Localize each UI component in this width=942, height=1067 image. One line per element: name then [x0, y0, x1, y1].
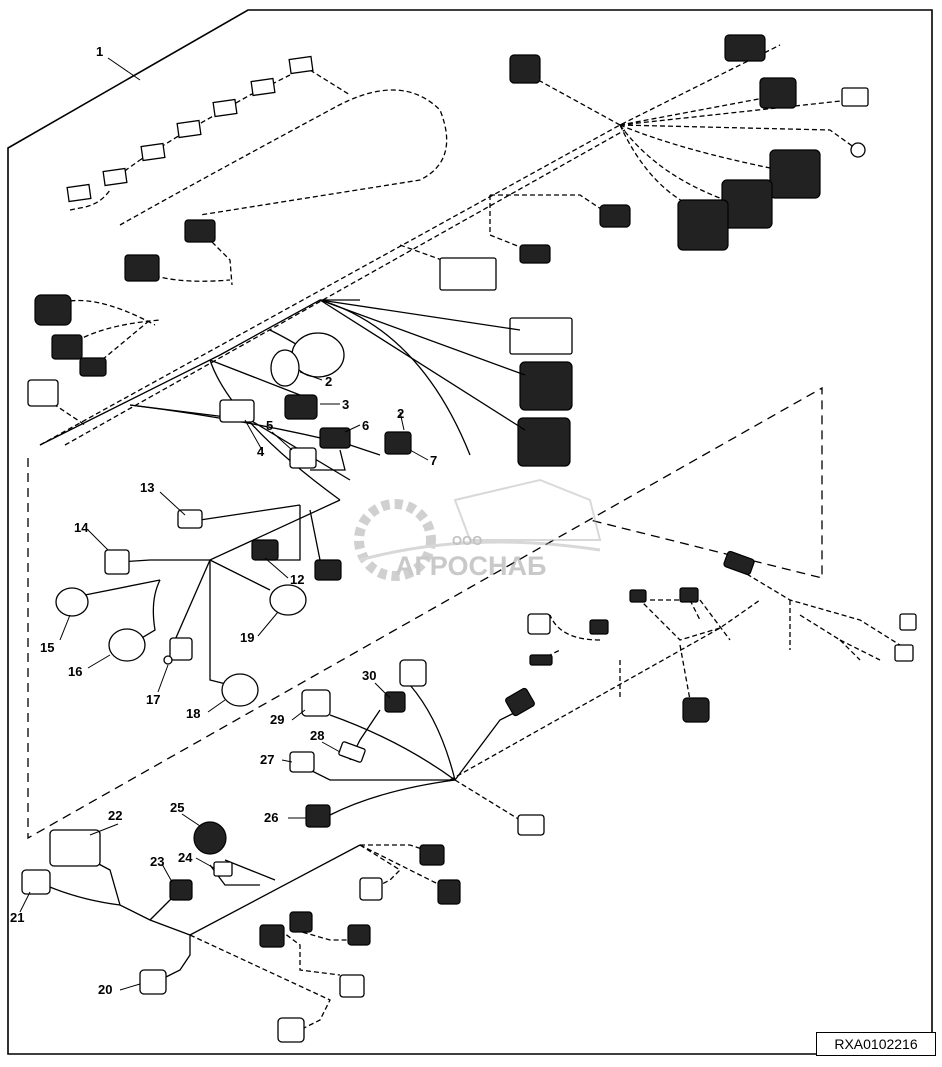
lower-middle-connectors [289, 659, 545, 836]
lower-harness [44, 844, 456, 1031]
reference-code-box: RXA0102216 [816, 1032, 936, 1056]
callout-17: 17 [146, 692, 160, 707]
callout-18: 18 [186, 706, 200, 721]
callout-24: 24 [178, 850, 193, 865]
right-detail-connectors [527, 550, 917, 723]
callout-21: 21 [10, 910, 24, 925]
callout-labels: 1 2 3 4 5 6 7 2 12 13 14 15 16 17 18 19 … [10, 44, 437, 997]
callout-2b: 2 [397, 406, 404, 421]
leader-lines [19, 57, 429, 991]
watermark-prefix: ООО [452, 533, 482, 548]
lower-middle-harness [299, 684, 521, 816]
callout-4: 4 [257, 444, 265, 459]
watermark-logo: ООО АГРОСНАБ [354, 478, 602, 581]
callout-6: 6 [362, 418, 369, 433]
middle-connectors [55, 332, 412, 707]
callout-12: 12 [290, 572, 304, 587]
callout-30: 30 [362, 668, 376, 683]
watermark-name: АГРОСНАБ [395, 551, 546, 581]
callout-5: 5 [266, 418, 273, 433]
callout-28: 28 [310, 728, 324, 743]
callout-23: 23 [150, 854, 164, 869]
callout-15: 15 [40, 640, 54, 655]
callout-7: 7 [430, 453, 437, 468]
callout-22: 22 [108, 808, 122, 823]
upper-connectors [27, 34, 869, 467]
callout-25: 25 [170, 800, 184, 815]
callout-26: 26 [264, 810, 278, 825]
detail-region-dashed [27, 386, 823, 840]
middle-harness [39, 299, 526, 686]
reference-code: RXA0102216 [834, 1036, 918, 1052]
callout-1: 1 [96, 44, 103, 59]
callout-3: 3 [342, 397, 349, 412]
right-detail-harness [449, 569, 901, 781]
callout-27: 27 [260, 752, 274, 767]
callout-14: 14 [74, 520, 89, 535]
lower-connectors [21, 821, 461, 1043]
callout-20: 20 [98, 982, 112, 997]
outer-frame [7, 9, 933, 1055]
callout-19: 19 [240, 630, 254, 645]
callout-2: 2 [325, 374, 332, 389]
callout-16: 16 [68, 664, 82, 679]
callout-29: 29 [270, 712, 284, 727]
callout-13: 13 [140, 480, 154, 495]
upper-harness [39, 44, 856, 446]
